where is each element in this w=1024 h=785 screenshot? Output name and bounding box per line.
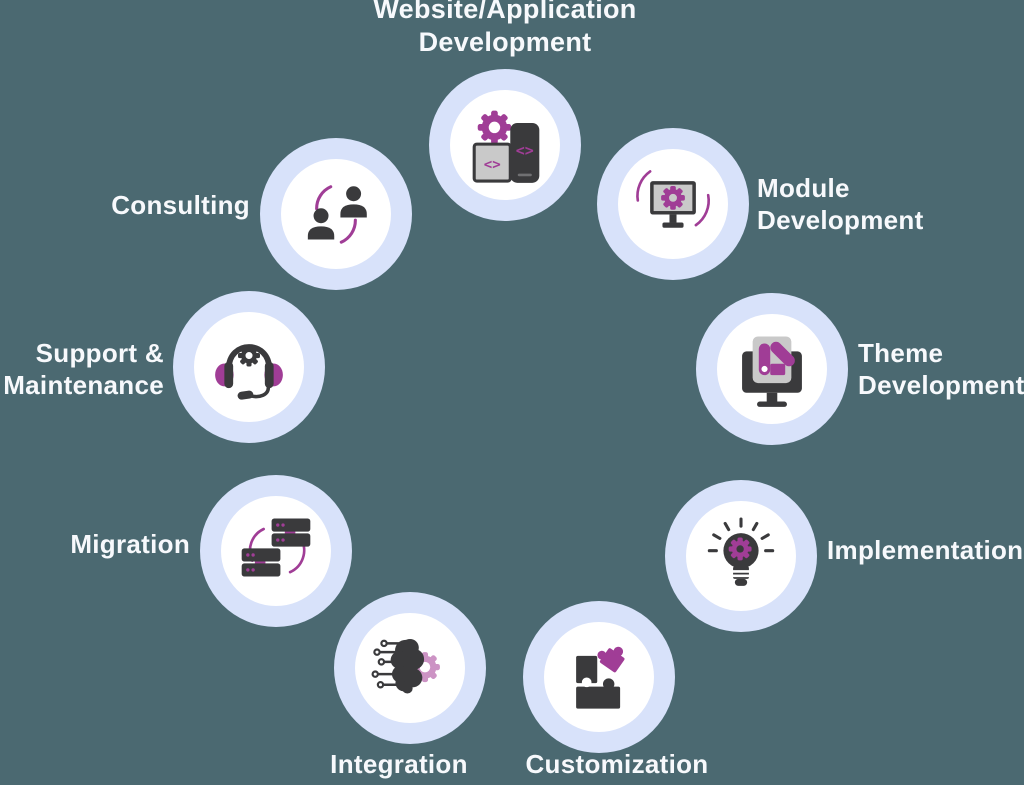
- service-label-customization: Customization: [525, 749, 709, 779]
- gear-devices-icon: <> <>: [472, 110, 540, 183]
- puzzle-pieces-icon: [576, 646, 625, 709]
- service-node-theme-development: [696, 293, 848, 445]
- service-label-integration: Integration: [330, 749, 468, 779]
- service-label-theme-development: Theme Development: [858, 338, 1024, 400]
- monitor-theme-icon: [742, 336, 802, 407]
- service-node-website-application-development: <> <>: [429, 69, 581, 221]
- svg-text:<>: <>: [516, 142, 534, 160]
- icon-circle: [717, 314, 827, 424]
- service-label-implementation: Implementation: [827, 535, 1024, 565]
- service-label-support-maintenance: Support & Maintenance: [3, 338, 164, 400]
- service-node-integration: [334, 592, 486, 744]
- service-node-consulting: [260, 138, 412, 290]
- service-label-migration: Migration: [70, 529, 190, 559]
- svg-text:<>: <>: [484, 157, 501, 173]
- headset-gear-icon: [215, 344, 283, 400]
- icon-circle: [221, 496, 331, 606]
- service-label-website-application-development: Website/Application Development: [373, 0, 637, 57]
- brain-circuit-gear-icon: [371, 638, 440, 694]
- people-exchange-icon: [307, 185, 367, 244]
- icon-circle: [686, 501, 796, 611]
- icon-circle: [544, 622, 654, 732]
- service-node-migration: [200, 475, 352, 627]
- service-label-module-development: Module Development: [757, 173, 924, 235]
- icon-circle: [281, 159, 391, 269]
- service-label-consulting: Consulting: [111, 190, 250, 220]
- servers-sync-icon: [241, 518, 311, 577]
- service-node-support-maintenance: [173, 291, 325, 443]
- service-node-customization: [523, 601, 675, 753]
- icon-circle: [194, 312, 304, 422]
- icon-circle: [618, 149, 728, 259]
- service-node-module-development: [597, 128, 749, 280]
- lightbulb-gear-icon: [707, 517, 775, 586]
- service-node-implementation: [665, 480, 817, 632]
- icon-circle: [355, 613, 465, 723]
- monitor-gear-icon: [636, 170, 710, 228]
- icon-circle: <> <>: [450, 90, 560, 200]
